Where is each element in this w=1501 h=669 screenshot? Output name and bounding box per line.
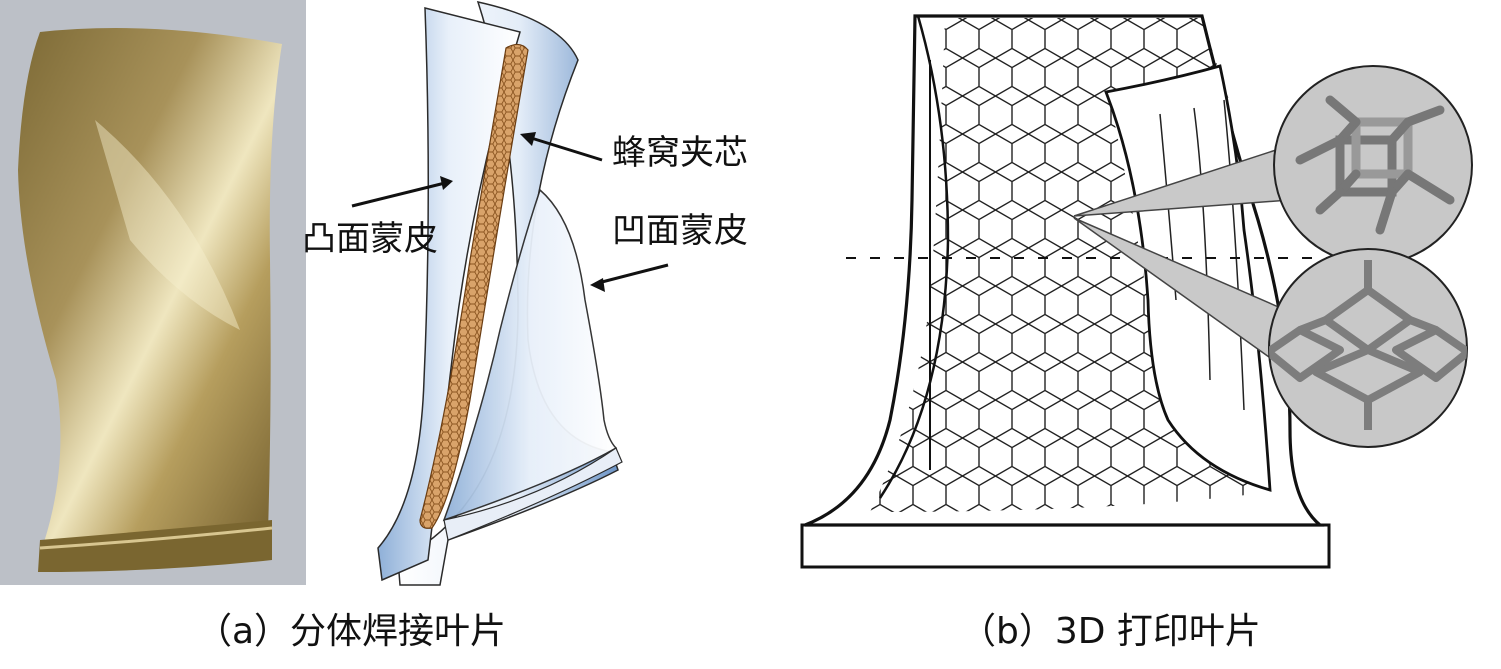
printed-blade-drawing — [800, 14, 1331, 569]
lattice-cell-upper — [1273, 65, 1473, 265]
blade-photo — [0, 0, 306, 585]
lattice-cell-lower — [1268, 248, 1468, 448]
caption-panel-b: （b）3D 打印叶片 — [960, 611, 1261, 652]
label-arrows — [351, 132, 669, 292]
label-concave-skin: 凹面蒙皮 — [612, 211, 748, 251]
lattice-callouts — [1073, 149, 1291, 364]
exploded-blade — [377, 0, 623, 586]
label-honeycomb-core: 蜂窝夹芯 — [612, 133, 748, 173]
caption-panel-a: （a）分体焊接叶片 — [196, 611, 507, 652]
label-convex-skin: 凸面蒙皮 — [302, 219, 438, 259]
